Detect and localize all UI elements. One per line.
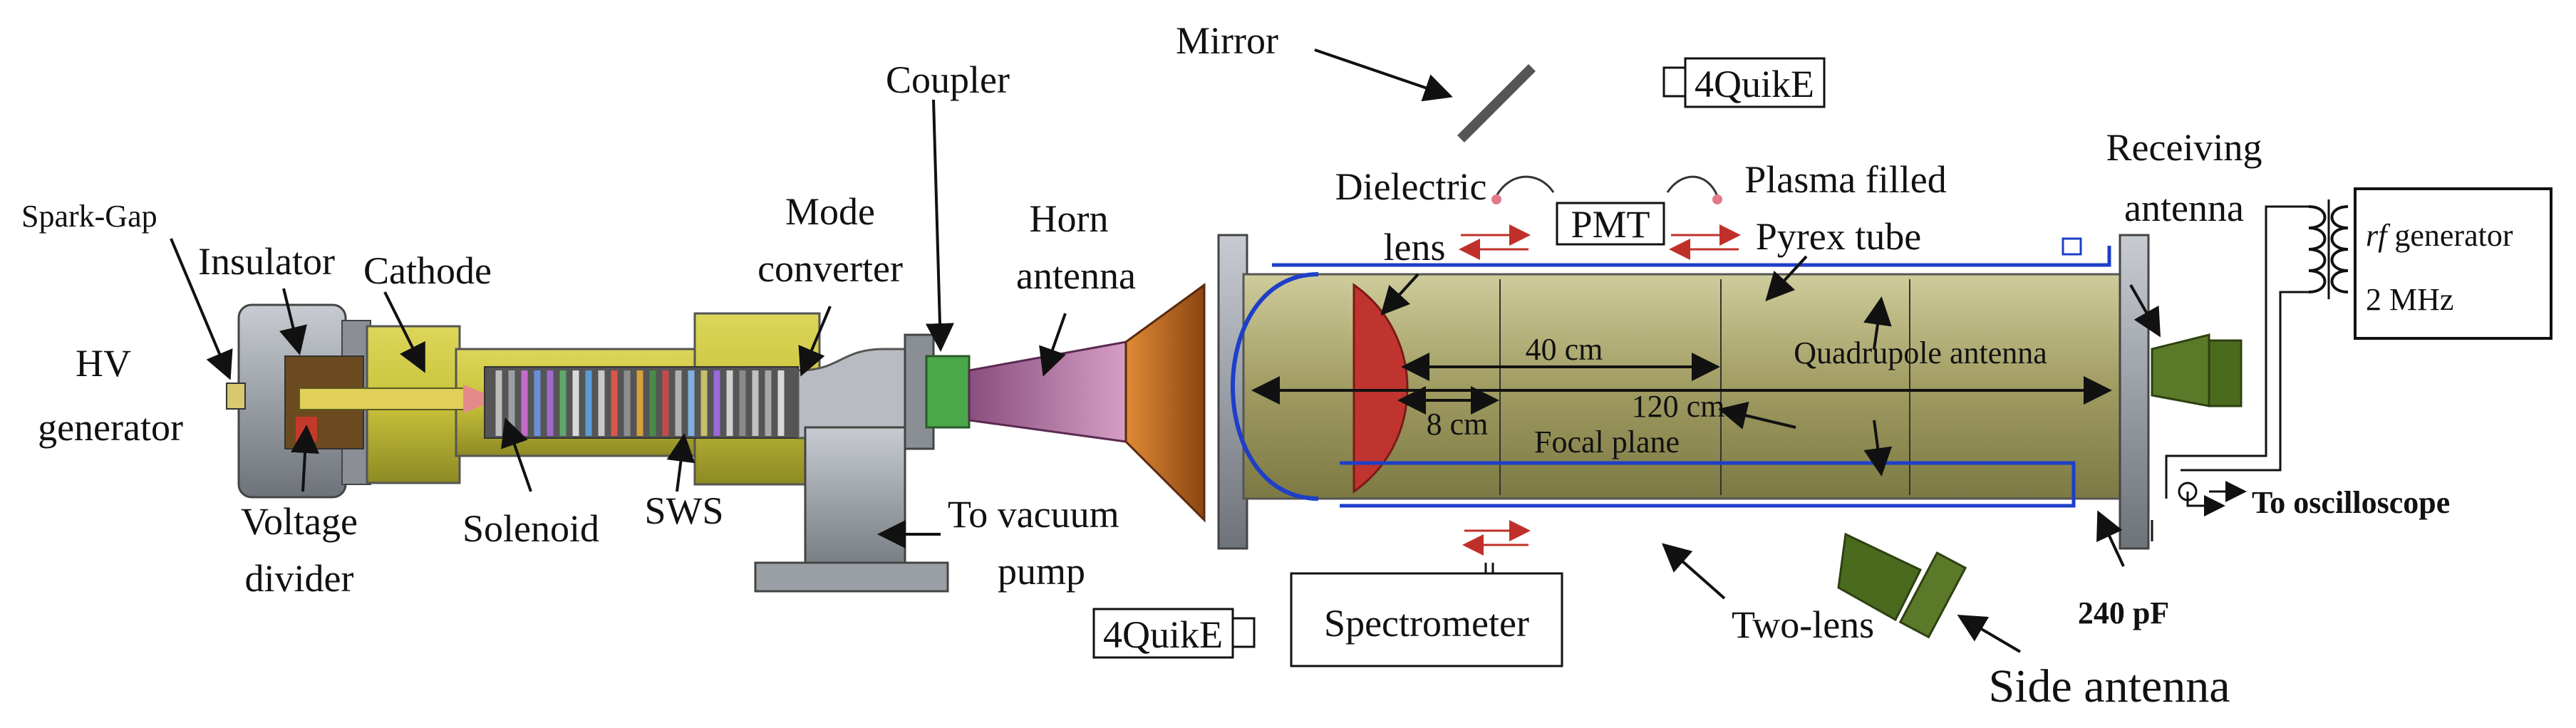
label-camera-top: 4QuikE xyxy=(1695,63,1814,105)
horn-antenna xyxy=(968,283,1206,523)
rf-generator-group xyxy=(2151,187,2552,541)
receiving-antenna-coupling xyxy=(2062,237,2082,256)
label-plasma-2: Pyrex tube xyxy=(1756,215,1921,258)
label-receiving-2: antenna xyxy=(2124,187,2244,229)
cathode-stem xyxy=(299,388,471,410)
label-side-antenna: Side antenna xyxy=(1988,660,2230,712)
label-mirror: Mirror xyxy=(1176,19,1278,62)
label-spark-gap: Spark-Gap xyxy=(21,199,157,234)
label-pmt: PMT xyxy=(1571,203,1650,246)
camera-bottom-box xyxy=(1092,608,1234,659)
label-dielectric-2: lens xyxy=(1384,226,1446,269)
spectrometer-group xyxy=(1290,563,1563,667)
spark-gap-element xyxy=(226,383,246,410)
cathode-tip xyxy=(463,385,499,413)
label-voltage-1: Voltage xyxy=(241,500,358,543)
vacuum-pipe-vertical xyxy=(804,426,906,586)
label-coupler: Coupler xyxy=(886,58,1010,101)
vacuum-pipe-flange xyxy=(754,561,949,593)
label-rf-freq: 2 MHz xyxy=(2366,282,2453,317)
receiving-antenna xyxy=(2151,333,2243,407)
label-camera-bottom: 4QuikE xyxy=(1103,613,1223,656)
text-labels: Spark-Gap Insulator Cathode HV generator… xyxy=(21,19,2513,712)
rf-generator-box xyxy=(2354,187,2552,340)
label-120cm: 120 cm xyxy=(1632,389,1725,424)
label-hv-1: HV xyxy=(76,342,131,385)
mirror-icon xyxy=(1457,64,1536,142)
label-plasma-1: Plasma filled xyxy=(1744,158,1946,201)
label-to-oscilloscope: To oscilloscope xyxy=(2252,485,2450,520)
pointer-arrows xyxy=(170,48,2161,653)
oscilloscope-lead xyxy=(2186,492,2225,516)
label-rf-italic: rf xyxy=(2366,218,2391,253)
quadrupole-wire-top xyxy=(1272,246,2111,267)
label-horn-1: Horn xyxy=(1030,197,1109,240)
side-antenna xyxy=(1837,532,1967,639)
label-voltage-2: divider xyxy=(245,557,354,600)
two-lens-arrows xyxy=(1462,520,1531,556)
pmt-box xyxy=(1556,202,1665,246)
label-spectrometer: Spectrometer xyxy=(1324,602,1529,645)
label-mode-1: Mode xyxy=(785,190,875,233)
label-hv-2: generator xyxy=(38,406,183,449)
label-capacitance: 240 pF xyxy=(2078,596,2169,630)
label-dielectric-1: Dielectric xyxy=(1335,165,1487,208)
right-end-flange xyxy=(2119,234,2150,550)
camera-top-box xyxy=(1684,57,1826,108)
label-horn-2: antenna xyxy=(1016,254,1136,297)
transformer-secondary xyxy=(2330,205,2349,293)
label-receiving-1: Receiving xyxy=(2106,126,2262,169)
label-quadrupole: Quadrupole antenna xyxy=(1794,336,2047,370)
spectrometer-box xyxy=(1290,572,1563,667)
label-insulator: Insulator xyxy=(198,240,335,283)
mode-converter-assembly xyxy=(754,333,971,593)
label-focal-plane: Focal plane xyxy=(1534,425,1680,459)
label-rf-rest: generator xyxy=(2386,218,2513,253)
label-40cm: 40 cm xyxy=(1526,332,1603,367)
label-rf-generator: rf generator xyxy=(2366,218,2513,253)
label-two-lens: Two-lens xyxy=(1732,603,1874,646)
label-cathode: Cathode xyxy=(363,249,492,292)
transformer-primary xyxy=(2308,205,2327,293)
quadrupole-wire-bottom xyxy=(1340,461,2076,508)
label-vacuum-1: To vacuum xyxy=(948,493,1119,536)
camera-top xyxy=(1662,57,1826,108)
label-8cm: 8 cm xyxy=(1427,407,1489,442)
label-solenoid: Solenoid xyxy=(462,507,599,550)
label-vacuum-2: pump xyxy=(998,550,1085,593)
tube-left-cap xyxy=(1231,272,1319,501)
label-mode-2: converter xyxy=(757,247,903,290)
sws-coils xyxy=(484,366,799,439)
coupler-body xyxy=(925,355,971,429)
label-sws: SWS xyxy=(644,489,723,532)
dimension-arrows xyxy=(1251,353,2112,415)
pmt-group xyxy=(1459,175,1741,260)
camera-bottom xyxy=(1092,608,1256,659)
